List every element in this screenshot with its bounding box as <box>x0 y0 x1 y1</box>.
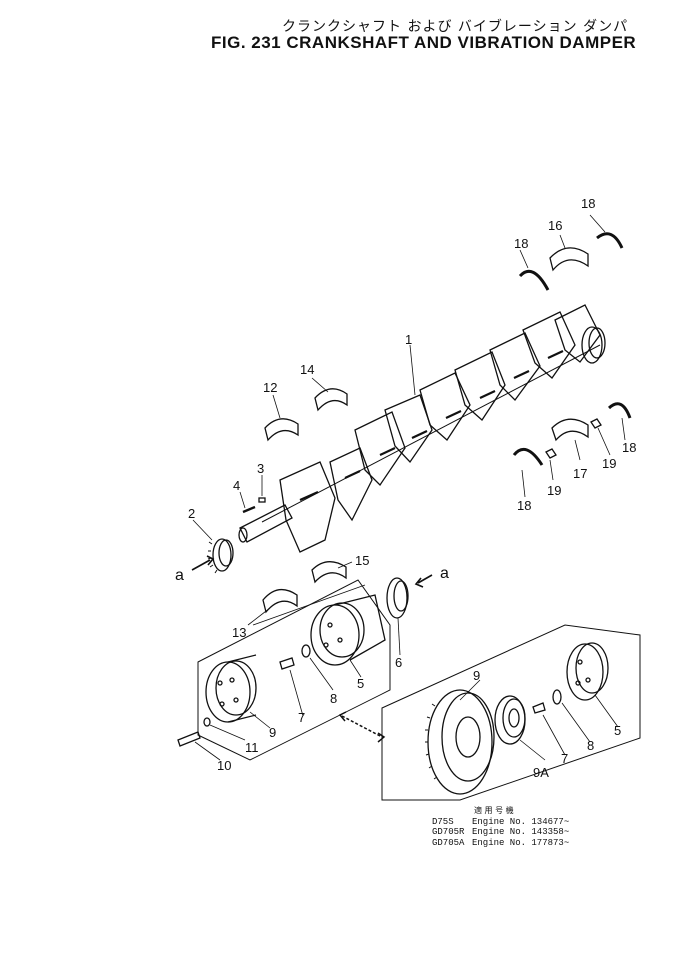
bolt-7 <box>279 657 295 670</box>
crank-pulley-right <box>566 642 609 701</box>
callout-7-left: 7 <box>298 710 305 725</box>
callout-18-right: 18 <box>622 440 636 455</box>
front-seal <box>386 577 409 619</box>
inset-box-optional <box>381 624 641 801</box>
main-bearing-14 <box>314 388 348 412</box>
callout-7-right: 7 <box>561 751 568 766</box>
dowel-pin <box>242 505 256 514</box>
bolt-10 <box>177 731 201 747</box>
callout-19-left: 19 <box>547 483 561 498</box>
main-bearing-12 <box>264 418 299 442</box>
main-bearing-15 <box>311 561 347 584</box>
applicability-row: D75S Engine No. 134677~ <box>432 817 569 828</box>
model-name: D75S <box>432 816 454 827</box>
inset-box-standard <box>197 579 391 761</box>
callout-9-left: 9 <box>269 725 276 740</box>
bolt-7-right <box>532 702 546 714</box>
woodruff-key <box>258 497 266 503</box>
callout-16: 16 <box>548 218 562 233</box>
callout-17: 17 <box>573 466 587 481</box>
callout-19-right: 19 <box>602 456 616 471</box>
callout-12: 12 <box>263 380 277 395</box>
title-japanese: クランクシャフト および バイブレーション ダンパ <box>282 19 629 35</box>
callout-1: 1 <box>405 332 412 347</box>
pin-19-right <box>590 418 602 429</box>
washer-11 <box>203 717 211 727</box>
washer-8 <box>301 644 311 658</box>
callout-18-lower: 18 <box>517 498 531 513</box>
damper-adapter <box>494 695 526 745</box>
applicability-row: GD705A Engine No. 177873~ <box>432 838 569 849</box>
thrust-washer-18-left <box>518 269 550 291</box>
crank-pulley-hub <box>310 594 386 666</box>
thrust-bearing-17 <box>551 418 589 442</box>
crankshaft <box>238 304 606 553</box>
engine-serial: Engine No. 143358~ <box>472 827 570 837</box>
callout-15: 15 <box>355 553 369 568</box>
vibration-damper <box>205 654 257 723</box>
model-name: GD705A <box>432 837 465 848</box>
engine-serial: Engine No. 177873~ <box>472 837 570 848</box>
callout-2: 2 <box>188 506 195 521</box>
engine-serial: Engine No. 134677~ <box>472 816 570 827</box>
pin-19-left <box>545 448 557 459</box>
callout-a-right: a <box>440 565 449 582</box>
callout-5-right: 5 <box>614 723 621 738</box>
callout-9A: 9A <box>533 765 549 780</box>
callout-4: 4 <box>233 478 240 493</box>
callout-a-left: a <box>175 567 184 584</box>
thrust-bearing-16 <box>549 247 589 272</box>
washer-8-right <box>552 689 562 705</box>
callout-8-left: 8 <box>330 691 337 706</box>
model-name: GD705R <box>432 827 465 837</box>
main-bearing-13 <box>262 588 298 614</box>
title-english: FIG. 231 CRANKSHAFT AND VIBRATION DAMPER <box>211 33 637 52</box>
callout-11: 11 <box>245 740 259 755</box>
callout-18-top: 18 <box>581 196 595 211</box>
applicability-table: 適 用 号 機 D75S Engine No. 134677~ GD705R Eng… <box>432 806 569 848</box>
thrust-washer-18-right <box>596 232 624 249</box>
callout-14: 14 <box>300 362 314 377</box>
callout-13: 13 <box>232 625 246 640</box>
callout-6: 6 <box>395 655 402 670</box>
ring-gear-damper <box>425 689 495 795</box>
callout-18-upper-left: 18 <box>514 236 528 251</box>
thrust-washer-18-lower-left <box>512 447 544 466</box>
callout-3: 3 <box>257 461 264 476</box>
applicability-row: GD705R Engine No. 143358~ <box>432 827 569 838</box>
callout-10: 10 <box>217 758 231 773</box>
callout-9-right: 9 <box>473 668 480 683</box>
crankshaft-gear <box>207 538 234 574</box>
callout-5-left: 5 <box>357 676 364 691</box>
applicability-heading: 適 用 号 機 <box>474 806 514 815</box>
callout-8-right: 8 <box>587 738 594 753</box>
thrust-washer-18-lower-right <box>607 402 632 419</box>
